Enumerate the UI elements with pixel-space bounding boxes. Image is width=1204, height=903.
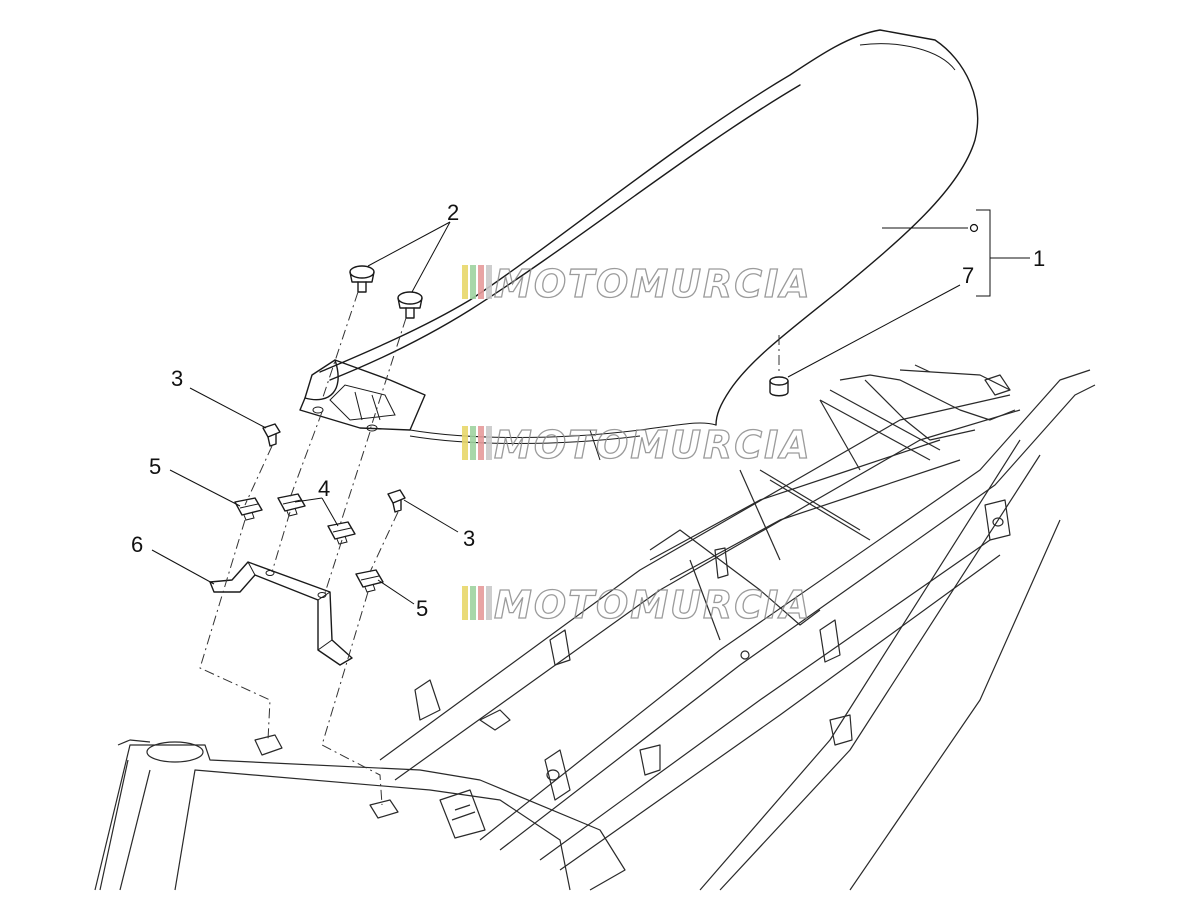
- watermark-stripes: [462, 586, 492, 620]
- watermark-stripes: [462, 265, 492, 299]
- bolts: [262, 423, 406, 513]
- bolt-right: [387, 489, 406, 513]
- callout-6: 6: [131, 532, 143, 557]
- watermark-bottom: MOTOMURCIA: [462, 582, 812, 628]
- callout-4: 4: [318, 476, 330, 501]
- watermark-text: MOTOMURCIA: [494, 583, 812, 627]
- clip-nut-right-5: [355, 569, 384, 593]
- watermark-text: MOTOMURCIA: [494, 262, 812, 306]
- bolt-left: [262, 423, 281, 447]
- watermark-middle: MOTOMURCIA: [462, 422, 812, 468]
- seat: [299, 29, 979, 461]
- rear-frame: [94, 364, 1096, 891]
- knob-screws: [349, 265, 423, 319]
- callout-leaders: [151, 209, 1030, 605]
- callout-5-right: 5: [416, 596, 428, 621]
- clip-nut-right-4: [327, 521, 356, 545]
- clip-nut-left-5: [234, 497, 263, 521]
- knob-screw-left: [349, 265, 375, 293]
- callout-3-left: 3: [171, 366, 183, 391]
- clip-nuts: [234, 493, 384, 593]
- seat-bracket: [209, 561, 353, 666]
- callout-5-left: 5: [149, 454, 161, 479]
- callout-3-right: 3: [463, 526, 475, 551]
- callout-1: 1: [1033, 246, 1045, 271]
- callout-2: 2: [447, 200, 459, 225]
- watermark-text: MOTOMURCIA: [494, 423, 812, 467]
- callout-7: 7: [962, 263, 974, 288]
- watermark-stripes: [462, 426, 492, 460]
- knob-screw-right: [397, 291, 423, 319]
- clip-nut-left-4: [277, 493, 306, 517]
- assembly-lines: [199, 291, 407, 806]
- rubber-bumper: [769, 335, 789, 397]
- watermark-top: MOTOMURCIA: [462, 261, 812, 307]
- callout-numbers: 1 2 3 3 4 5 5 6 7: [131, 200, 1045, 621]
